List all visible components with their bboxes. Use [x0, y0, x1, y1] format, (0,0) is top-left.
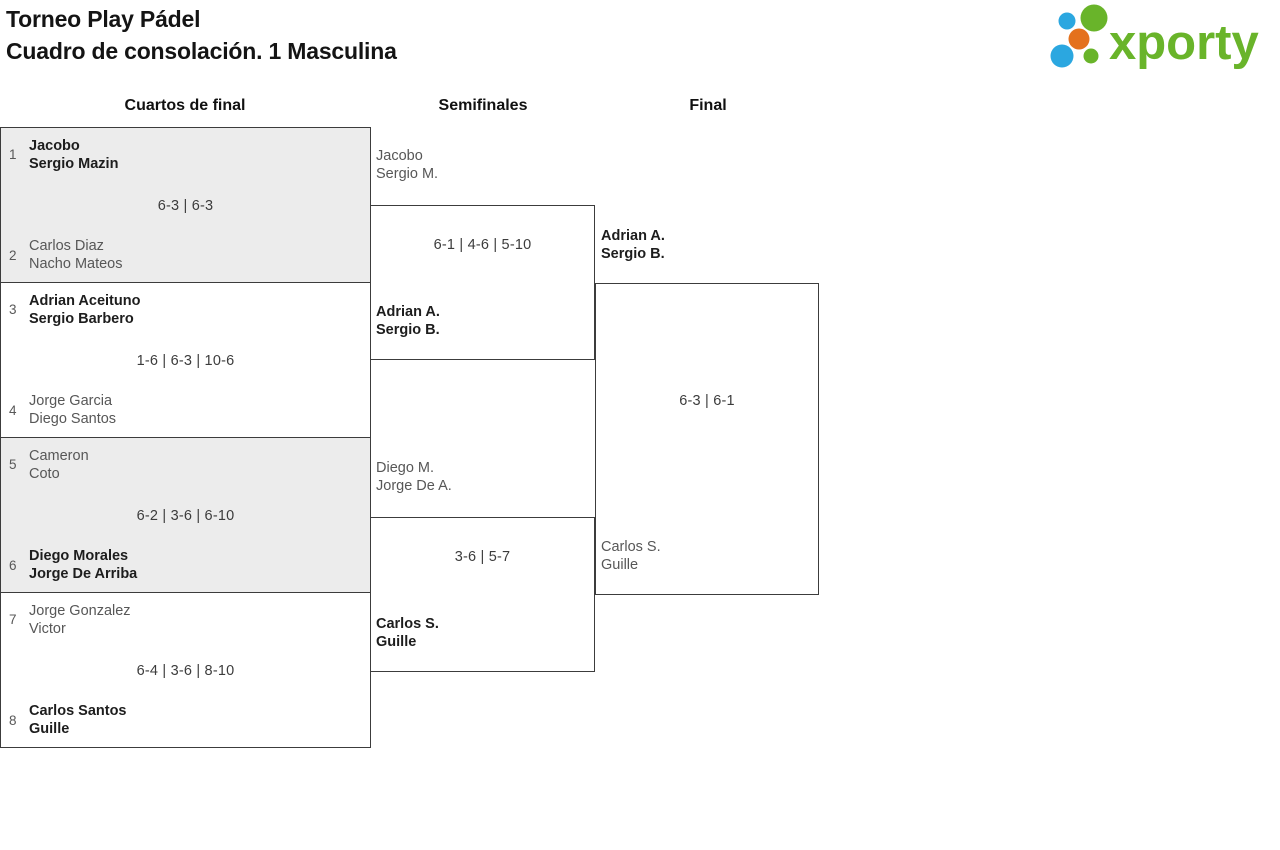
- player-name: Adrian A.: [601, 228, 665, 244]
- sf2-score: 3-6 | 5-7: [454, 549, 511, 565]
- final-score: 6-3 | 6-1: [679, 393, 735, 409]
- logo-wordmark: xporty: [1109, 16, 1259, 70]
- xporty-logo-icon: xporty: [1050, 4, 1259, 70]
- player-name: Victor: [29, 620, 66, 637]
- seed-number: 6: [9, 558, 17, 573]
- player-name: Sergio M.: [376, 166, 439, 182]
- seed-number: 2: [9, 248, 17, 263]
- seed-number: 4: [9, 403, 17, 418]
- player-name: Jorge Garcia: [29, 393, 113, 409]
- qf3-team-top: Cameron Coto: [29, 448, 89, 483]
- final-connector-box: [595, 283, 819, 595]
- logo-dot-blue-large: [1050, 44, 1074, 68]
- player-name: Jorge Gonzalez: [29, 603, 131, 619]
- bracket-subtitle: Cuadro de consolación. 1 Masculina: [6, 38, 397, 64]
- round-header-final: Final: [689, 97, 727, 114]
- qf4-team-bottom: Carlos Santos Guille: [29, 703, 127, 738]
- qf4-team-top: Jorge Gonzalez Victor: [29, 603, 131, 638]
- player-name: Diego Morales: [29, 548, 129, 564]
- quarterfinals-column: 1 Jacobo Sergio Mazin 6-3 | 6-3 Carlos D…: [0, 127, 371, 748]
- qf3-score: 6-2 | 3-6 | 6-10: [136, 508, 235, 524]
- player-name: Coto: [29, 465, 60, 482]
- player-name: Diego M.: [376, 460, 435, 476]
- player-name: Carlos Santos: [29, 703, 127, 719]
- logo-dot-blue-small: [1058, 12, 1076, 30]
- qf-match-2: 3 Adrian Aceituno Sergio Barbero 1-6 | 6…: [0, 282, 371, 438]
- qf2-score: 1-6 | 6-3 | 10-6: [136, 353, 235, 369]
- player-name: Carlos Diaz: [29, 238, 104, 254]
- qf1-team-top: Jacobo Sergio Mazin: [29, 138, 118, 173]
- player-name: Adrian A.: [376, 304, 440, 320]
- player-name: Guille: [29, 720, 70, 737]
- seed-number: 3: [9, 302, 17, 317]
- tournament-title: Torneo Play Pádel: [6, 6, 201, 32]
- player-name: Sergio B.: [376, 322, 440, 338]
- seed-number: 5: [9, 457, 17, 472]
- qf-match-3: 5 Cameron Coto 6-2 | 3-6 | 6-10 Diego Mo…: [0, 437, 371, 593]
- qf-match-1: 1 Jacobo Sergio Mazin 6-3 | 6-3 Carlos D…: [0, 127, 371, 283]
- page-header: Torneo Play Pádel Cuadro de consolación.…: [6, 3, 397, 67]
- seed-number: 7: [9, 612, 17, 627]
- sf2-team-bottom: Carlos S. Guille: [376, 615, 439, 651]
- sf2-team-top: Diego M. Jorge De A.: [376, 459, 452, 495]
- player-name: Cameron: [29, 448, 89, 464]
- logo-dot-green-large: [1080, 4, 1108, 32]
- logo-dot-green-small: [1083, 48, 1099, 64]
- final-team-bottom: Carlos S. Guille: [601, 538, 661, 574]
- player-name: Jacobo: [376, 148, 423, 164]
- player-name: Diego Santos: [29, 410, 117, 427]
- qf-match-4: 7 Jorge Gonzalez Victor 6-4 | 3-6 | 8-10…: [0, 592, 371, 748]
- sf1-team-bottom: Adrian A. Sergio B.: [376, 303, 440, 339]
- sf1-connector-box: [370, 205, 595, 360]
- player-name: Sergio Mazin: [29, 155, 119, 172]
- seed-number: 1: [9, 147, 17, 162]
- player-name: Carlos S.: [601, 539, 661, 555]
- player-name: Jorge De A.: [376, 478, 452, 494]
- qf1-score: 6-3 | 6-3: [157, 198, 214, 214]
- qf3-team-bottom: Diego Morales Jorge De Arriba: [29, 548, 137, 583]
- player-name: Jacobo: [29, 138, 80, 154]
- logo-dot-orange: [1068, 28, 1090, 50]
- qf2-team-bottom: Jorge Garcia Diego Santos: [29, 393, 116, 428]
- player-name: Sergio Barbero: [29, 310, 134, 327]
- player-name: Guille: [376, 634, 417, 650]
- sf2-connector-box: [370, 517, 595, 672]
- qf4-score: 6-4 | 3-6 | 8-10: [136, 663, 235, 679]
- player-name: Sergio B.: [601, 246, 665, 262]
- final-team-top: Adrian A. Sergio B.: [601, 227, 665, 263]
- player-name: Jorge De Arriba: [29, 565, 138, 582]
- sf1-team-top: Jacobo Sergio M.: [376, 147, 438, 183]
- round-header-semifinales: Semifinales: [438, 97, 528, 114]
- player-name: Nacho Mateos: [29, 255, 123, 272]
- round-header-cuartos: Cuartos de final: [124, 97, 246, 114]
- qf2-team-top: Adrian Aceituno Sergio Barbero: [29, 293, 140, 328]
- player-name: Adrian Aceituno: [29, 293, 141, 309]
- sf1-score: 6-1 | 4-6 | 5-10: [433, 237, 532, 253]
- qf1-team-bottom: Carlos Diaz Nacho Mateos: [29, 238, 123, 273]
- xporty-logo[interactable]: xporty: [1046, 2, 1278, 72]
- player-name: Carlos S.: [376, 616, 439, 632]
- player-name: Guille: [601, 557, 639, 573]
- seed-number: 8: [9, 713, 17, 728]
